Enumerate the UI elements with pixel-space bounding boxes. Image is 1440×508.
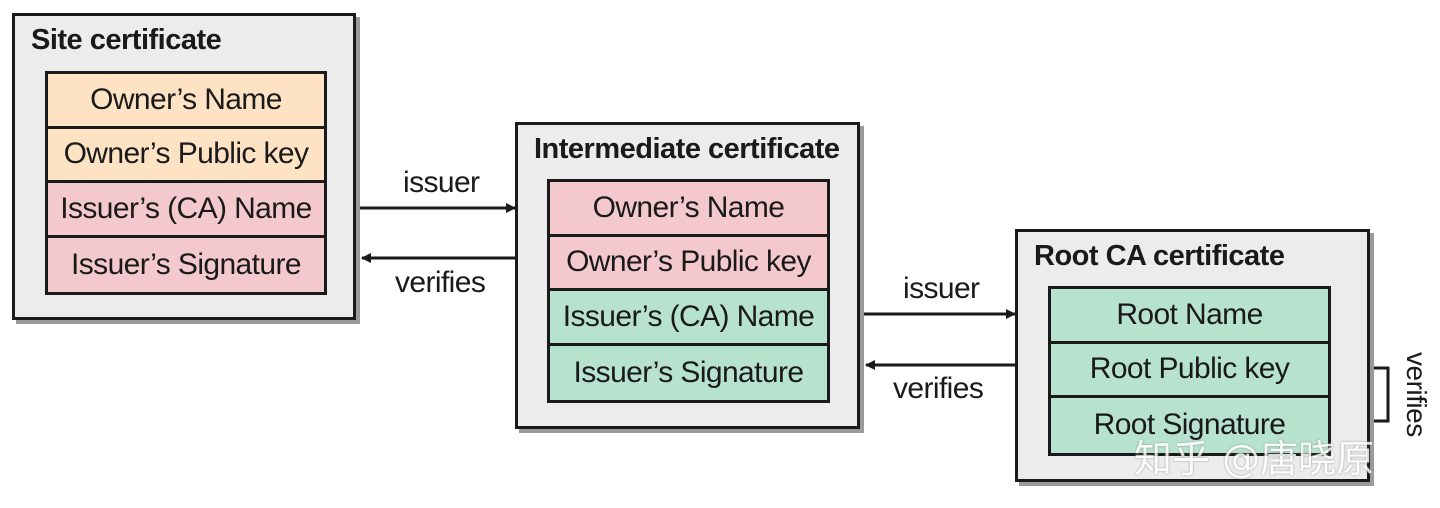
site-issuer-label: issuer [403, 166, 480, 199]
watermark: 知乎 @唐晓原 [1134, 437, 1375, 481]
root-public-key-field: Root Public key [1051, 343, 1328, 398]
inter-issuer-label: issuer [903, 272, 980, 305]
root-ca-certificate-title: Root CA certificate [1034, 240, 1285, 272]
site-certificate: Site certificate Owner’s Name Owner’s Pu… [12, 13, 356, 320]
intermediate-certificate-fields: Owner’s Name Owner’s Public key Issuer’s… [547, 179, 830, 403]
root-name-field: Root Name [1051, 289, 1328, 344]
intermediate-owner-public-key-field: Owner’s Public key [550, 236, 827, 291]
intermediate-owner-name-field: Owner’s Name [550, 182, 827, 237]
site-verifies-label: verifies [395, 266, 486, 299]
site-certificate-title: Site certificate [31, 24, 222, 56]
root-ca-certificate-fields: Root Name Root Public key Root Signature [1048, 286, 1331, 456]
inter-verifies-label: verifies [893, 372, 984, 405]
intermediate-issuer-signature-field: Issuer’s Signature [550, 345, 827, 400]
site-issuer-signature-field: Issuer’s Signature [48, 237, 324, 292]
site-owner-name-field: Owner’s Name [48, 74, 324, 129]
root-ca-certificate: Root CA certificate Root Name Root Publi… [1015, 229, 1370, 482]
intermediate-certificate: Intermediate certificate Owner’s Name Ow… [515, 122, 860, 429]
root-self-verifies-label: verifies [1401, 352, 1432, 437]
intermediate-certificate-title: Intermediate certificate [534, 133, 840, 165]
site-owner-public-key-field: Owner’s Public key [48, 128, 324, 183]
site-issuer-name-field: Issuer’s (CA) Name [48, 183, 324, 238]
intermediate-issuer-name-field: Issuer’s (CA) Name [550, 291, 827, 346]
root-signature-field: Root Signature [1051, 398, 1328, 453]
site-certificate-fields: Owner’s Name Owner’s Public key Issuer’s… [45, 71, 327, 295]
